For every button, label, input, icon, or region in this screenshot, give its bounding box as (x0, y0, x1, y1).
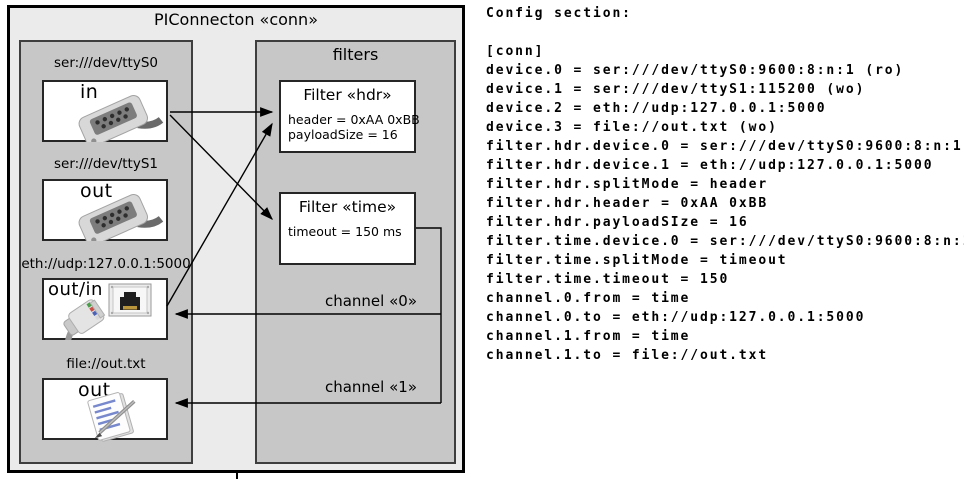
piconnection-box: PIConnecton «conn» ser:///dev/ttyS0 in (7, 5, 465, 473)
serial-connector-icon (78, 194, 164, 241)
config-line: filter.time.timeout = 150 (486, 272, 730, 287)
filter-hdr-box: Filter «hdr» header = 0xAA 0xBB payloadS… (279, 80, 420, 153)
config-line: filter.hdr.device.1 = eth://udp:127.0.0.… (486, 158, 934, 173)
config-line: channel.1.from = time (486, 329, 691, 344)
config-line: device.3 = file://out.txt (wo) (486, 120, 778, 135)
config-line: channel.0.to = eth://udp:127.0.0.1:5000 (486, 310, 866, 325)
config-line: channel.1.to = file://out.txt (486, 348, 769, 363)
config-line: device.2 = eth://udp:127.0.0.1:5000 (486, 101, 827, 116)
device-port-label: in (80, 81, 99, 103)
config-line: filter.hdr.payloadSIze = 16 (486, 215, 749, 230)
devices-container: ser:///dev/ttyS0 in (19, 40, 193, 464)
config-line: channel.0.from = time (486, 291, 691, 306)
config-line: device.0 = ser:///dev/ttyS0:9600:8:n:1 (… (486, 63, 905, 78)
device-label-ser0: ser:///dev/ttyS0 (54, 55, 158, 71)
device-box-ser0: in (42, 80, 168, 142)
filter-attr: header = 0xAA 0xBB (288, 112, 420, 127)
filter-attr: payloadSize = 16 (288, 127, 398, 142)
filter-hdr-title: Filter «hdr» (303, 86, 392, 104)
filter-time-box: Filter «time» timeout = 150 ms (279, 192, 416, 265)
config-section: Config section: [conn] device.0 = ser://… (486, 4, 964, 365)
device-label-file: file://out.txt (66, 356, 146, 372)
config-line: filter.hdr.device.0 = ser:///dev/ttyS0:9… (486, 139, 963, 154)
device-port-label: out (80, 180, 113, 202)
config-line: filter.hdr.header = 0xAA 0xBB (486, 196, 769, 211)
config-heading: Config section: (486, 6, 632, 21)
config-blank-line (486, 23, 964, 42)
notepad-icon (87, 392, 136, 442)
device-port-label: out (78, 379, 111, 401)
filter-time-attrs: timeout = 150 ms (288, 224, 402, 239)
filter-time-title: Filter «time» (298, 198, 397, 216)
channel-0-label: channel «0» (324, 292, 417, 310)
diagram-title: PIConnecton «conn» (154, 10, 318, 29)
device-label-ser1: ser:///dev/ttyS1 (54, 156, 158, 172)
device-port-label: out/in (48, 279, 103, 300)
device-label-eth: eth://udp:127.0.0.1:5000 (21, 256, 191, 272)
ethernet-connector-icon (63, 299, 106, 340)
config-line: [conn] (486, 44, 545, 59)
device-box-ser1: out (42, 179, 168, 241)
config-line: filter.time.splitMode = timeout (486, 253, 788, 268)
filters-container: filters Filter «hdr» header = 0xAA 0xBB … (255, 40, 456, 464)
channel-1-label: channel «1» (324, 378, 417, 396)
config-line: device.1 = ser:///dev/ttyS1:115200 (wo) (486, 82, 866, 97)
ethernet-port-icon (108, 283, 152, 317)
filter-attr: timeout = 150 ms (288, 224, 402, 239)
bottom-tick-mark (236, 472, 238, 479)
filters-title: filters (332, 45, 379, 64)
device-box-eth: out/in (42, 278, 168, 340)
config-line: filter.time.device.0 = ser:///dev/ttyS0:… (486, 234, 964, 249)
filter-hdr-attrs: header = 0xAA 0xBB payloadSize = 16 (288, 112, 420, 142)
config-line: filter.hdr.splitMode = header (486, 177, 769, 192)
serial-connector-icon (78, 95, 164, 142)
device-box-file: out (42, 378, 168, 442)
